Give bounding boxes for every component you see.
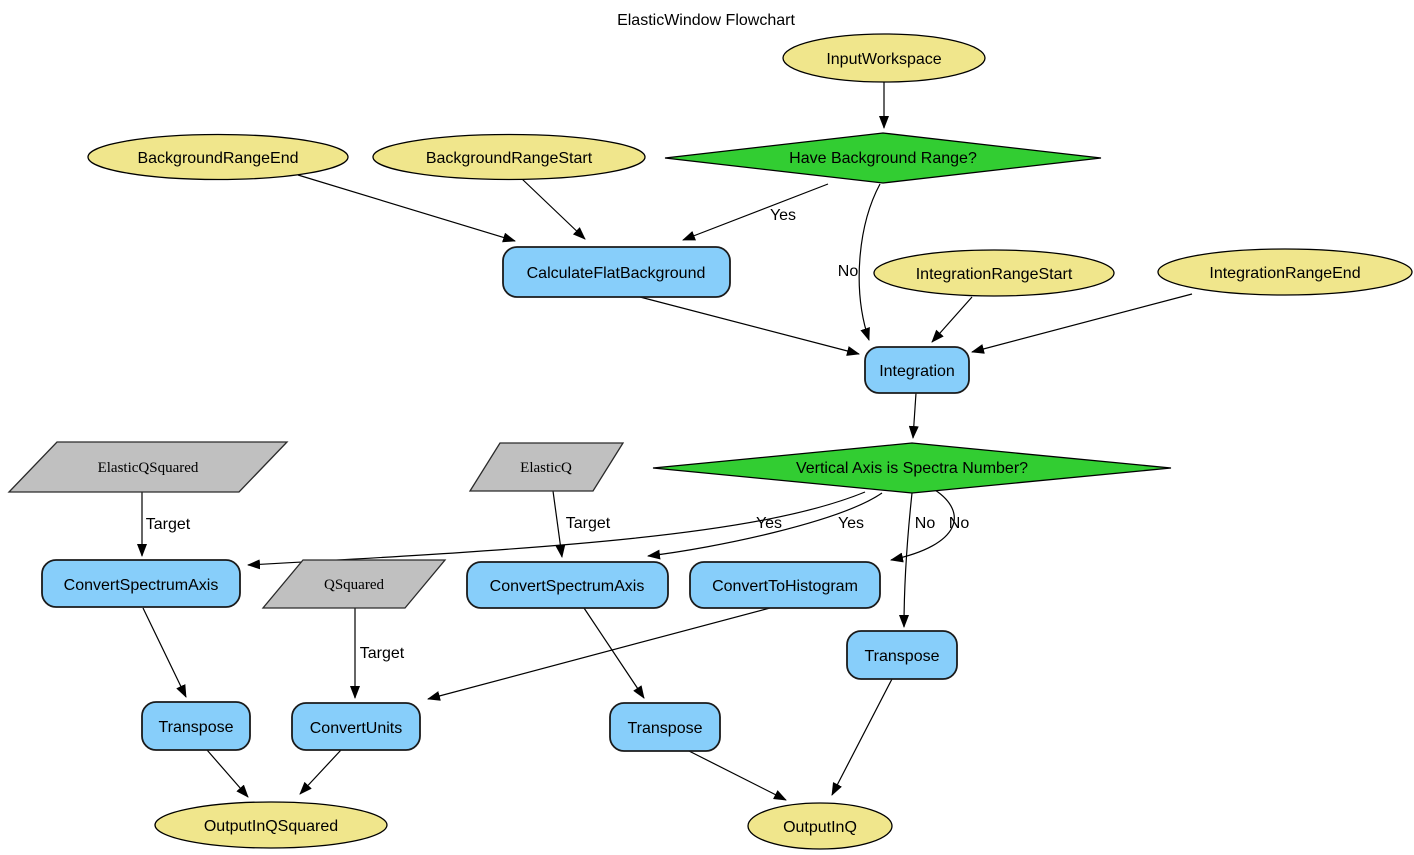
q-squared-label: QSquared bbox=[324, 577, 384, 593]
vertical-axis-shape bbox=[652, 442, 1172, 494]
integration-range-end-label: IntegrationRangeEnd bbox=[1209, 265, 1360, 282]
edge-calculateflatbackground-to-integration bbox=[639, 296, 860, 356]
background-range-end-shape bbox=[87, 133, 349, 181]
edge-no-to-integration bbox=[858, 183, 881, 341]
elastic-q-label: ElasticQ bbox=[520, 460, 572, 476]
transpose-right-label: Transpose bbox=[865, 648, 940, 665]
edge-label-yes-background: Yes bbox=[770, 207, 796, 224]
node-background-range-start: BackgroundRangeStart bbox=[372, 133, 646, 181]
input-workspace-label: InputWorkspace bbox=[826, 51, 941, 68]
transpose-left-label: Transpose bbox=[159, 719, 234, 736]
edge-no-to-transpose-right bbox=[899, 492, 913, 628]
node-convert-to-histogram: ConvertToHistogram bbox=[689, 561, 881, 609]
background-range-start-shape bbox=[372, 133, 646, 181]
output-in-q-squared-label: OutputInQSquared bbox=[204, 818, 338, 835]
node-transpose-left: Transpose bbox=[141, 701, 251, 751]
node-convert-units: ConvertUnits bbox=[291, 702, 421, 751]
integration-label: Integration bbox=[879, 363, 955, 380]
edge-label-target-elasticqsquared: Target bbox=[146, 516, 191, 533]
have-background-range-shape bbox=[664, 132, 1102, 184]
edge-transpose-left-to-outputinqsquared bbox=[206, 749, 249, 798]
edge-label-no-spectra-histogram: No bbox=[949, 515, 970, 532]
calculate-flat-background-shape bbox=[502, 246, 731, 298]
background-range-end-label: BackgroundRangeEnd bbox=[137, 150, 298, 167]
edge-yes-to-convertspectrumaxis-mid bbox=[647, 492, 883, 560]
convert-spectrum-axis-left-shape bbox=[41, 559, 241, 608]
edge-label-target-qsquared: Target bbox=[360, 645, 405, 662]
edge-yes-to-convertspectrumaxis-left bbox=[247, 491, 866, 570]
node-q-squared: QSquared bbox=[261, 559, 447, 609]
edge-yes-to-calculateflatbackground bbox=[682, 183, 829, 241]
node-convert-spectrum-axis-left: ConvertSpectrumAxis bbox=[41, 559, 241, 608]
transpose-mid-label: Transpose bbox=[628, 720, 703, 737]
node-transpose-mid: Transpose bbox=[609, 702, 721, 752]
q-squared-shape bbox=[261, 559, 447, 609]
output-in-q-squared-shape bbox=[154, 801, 388, 849]
integration-range-start-shape bbox=[873, 249, 1115, 297]
node-calculate-flat-background: CalculateFlatBackground bbox=[502, 246, 731, 298]
transpose-left-shape bbox=[141, 701, 251, 751]
edge-transpose-mid-to-outputinq bbox=[688, 750, 787, 801]
convert-spectrum-axis-mid-shape bbox=[466, 561, 669, 609]
integration-range-end-shape bbox=[1157, 248, 1413, 296]
edge-backgroundrangestart-to-calculateflatbackground bbox=[520, 177, 586, 240]
convert-spectrum-axis-left-label: ConvertSpectrumAxis bbox=[64, 577, 219, 594]
edge-converttohistogram-to-convertunits bbox=[427, 607, 771, 701]
node-elastic-q: ElasticQ bbox=[468, 442, 625, 492]
node-vertical-axis-is-spectra-number: Vertical Axis is Spectra Number? bbox=[652, 442, 1172, 494]
edge-label-no-background: No bbox=[838, 263, 859, 280]
node-transpose-right: Transpose bbox=[846, 630, 958, 680]
edge-convertunits-to-outputinqsquared bbox=[299, 749, 342, 795]
vertical-axis-label: Vertical Axis is Spectra Number? bbox=[796, 460, 1028, 477]
edge-convertspectrumaxis-mid-to-transpose-mid bbox=[583, 607, 645, 699]
node-have-background-range: Have Background Range? bbox=[664, 132, 1102, 184]
node-output-in-q-squared: OutputInQSquared bbox=[154, 801, 388, 849]
integration-range-start-label: IntegrationRangeStart bbox=[916, 266, 1073, 283]
edge-convertspectrumaxis-left-to-transpose-left bbox=[142, 607, 187, 698]
edge-no-to-converttohistogram bbox=[890, 489, 955, 563]
edge-label-yes-spectra-mid: Yes bbox=[838, 515, 864, 532]
edge-integration-to-verticalaxis bbox=[908, 392, 919, 439]
convert-to-histogram-shape bbox=[689, 561, 881, 609]
node-input-workspace: InputWorkspace bbox=[782, 33, 986, 83]
diagram-title: ElasticWindow Flowchart bbox=[617, 12, 795, 29]
node-integration-range-start: IntegrationRangeStart bbox=[873, 249, 1115, 297]
output-in-q-label: OutputInQ bbox=[783, 819, 857, 836]
integration-shape bbox=[864, 346, 970, 394]
node-integration: Integration bbox=[864, 346, 970, 394]
output-in-q-label-shape bbox=[747, 802, 893, 850]
edge-integrationrangeend-to-integration bbox=[971, 293, 1193, 354]
edge-label-no-spectra-transpose: No bbox=[915, 515, 936, 532]
background-range-start-label: BackgroundRangeStart bbox=[426, 150, 593, 167]
edge-labels: Yes No Target Target Yes Yes No No Targe… bbox=[146, 207, 970, 662]
edge-label-target-elasticq: Target bbox=[566, 515, 611, 532]
node-integration-range-end: IntegrationRangeEnd bbox=[1157, 248, 1413, 296]
input-workspace-shape bbox=[782, 33, 986, 83]
convert-spectrum-axis-mid-label: ConvertSpectrumAxis bbox=[490, 578, 645, 595]
convert-units-shape bbox=[291, 702, 421, 751]
convert-units-label: ConvertUnits bbox=[310, 720, 402, 737]
edge-integrationrangestart-to-integration bbox=[931, 296, 973, 343]
node-convert-spectrum-axis-mid: ConvertSpectrumAxis bbox=[466, 561, 669, 609]
edge-transpose-right-to-outputinq bbox=[831, 678, 893, 796]
elastic-q-squared-shape bbox=[7, 441, 289, 493]
convert-to-histogram-label: ConvertToHistogram bbox=[712, 578, 858, 595]
edge-elasticq-to-convertspectrumaxis-mid bbox=[552, 490, 566, 558]
elastic-q-shape bbox=[468, 442, 625, 492]
edges bbox=[137, 82, 1193, 801]
transpose-mid-shape bbox=[609, 702, 721, 752]
node-elastic-q-squared: ElasticQSquared bbox=[7, 441, 289, 493]
edge-backgroundrangeend-to-calculateflatbackground bbox=[297, 174, 516, 243]
elastic-q-squared-label: ElasticQSquared bbox=[98, 460, 199, 476]
node-background-range-end: BackgroundRangeEnd bbox=[87, 133, 349, 181]
transpose-right-shape bbox=[846, 630, 958, 680]
calculate-flat-background-label: CalculateFlatBackground bbox=[527, 265, 706, 282]
have-background-range-label: Have Background Range? bbox=[789, 150, 977, 167]
edge-label-yes-spectra-left: Yes bbox=[756, 515, 782, 532]
node-output-in-q: OutputInQ bbox=[747, 802, 893, 850]
